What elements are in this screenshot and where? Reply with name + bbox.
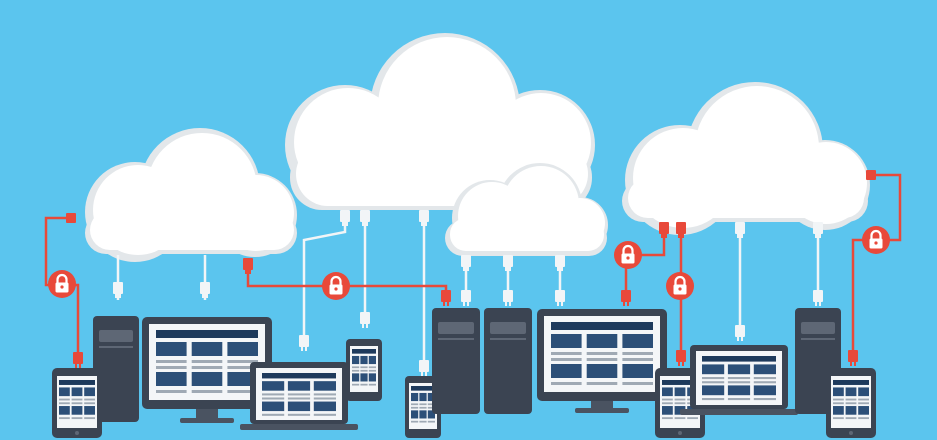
cloud-icon [445, 163, 608, 256]
server-tower-icon [484, 308, 532, 414]
lock-icon [46, 268, 78, 300]
desktop-monitor-icon [537, 309, 667, 413]
cloud-icon [622, 82, 870, 235]
laptop-icon [680, 345, 798, 415]
cloud-icon [85, 128, 297, 262]
lock-icon [612, 239, 644, 271]
server-tower-icon [432, 308, 480, 414]
smartphone-icon [346, 339, 382, 401]
tablet-icon [826, 368, 876, 438]
laptop-icon [240, 362, 358, 430]
connector-plugs [66, 170, 876, 376]
lock-icon [664, 270, 696, 302]
lock-icon [860, 224, 892, 256]
tablet-icon [52, 368, 102, 438]
desktop-monitor-icon [142, 317, 272, 423]
server-tower-icon [93, 316, 139, 422]
lock-icon [320, 270, 352, 302]
